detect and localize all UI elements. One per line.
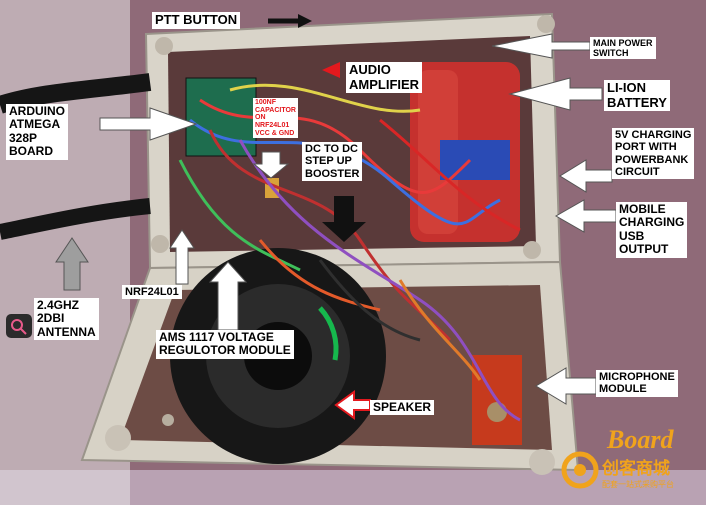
- watermark-cn-name: 创客商城: [602, 459, 670, 479]
- label-charging-port: 5V CHARGING PORT WITH POWERBANK CIRCUIT: [612, 128, 695, 180]
- charging-module: [440, 140, 510, 180]
- label-ams1117-regulator: AMS 1117 VOLTAGE REGULOTOR MODULE: [156, 330, 294, 359]
- label-capacitor-note: 100NF CAPACITOR ON NRF24L01 VCC & GND: [253, 98, 298, 139]
- label-microphone-module: MICROPHONE MODULE: [596, 370, 678, 397]
- label-li-ion-battery: LI-ION BATTERY: [604, 80, 670, 112]
- label-speaker: SPEAKER: [370, 400, 435, 416]
- label-mobile-charging-usb: MOBILE CHARGING USB OUTPUT: [616, 202, 688, 258]
- label-nrf24l01: NRF24L01: [122, 285, 182, 300]
- antenna-cable: [0, 73, 152, 114]
- label-antenna: 2.4GHZ 2DBI ANTENNA: [34, 298, 99, 341]
- label-ptt-button: PTT BUTTON: [152, 12, 241, 29]
- label-arduino-board: ARDUINO ATMEGA 328P BOARD: [6, 104, 68, 160]
- image-search-icon[interactable]: [6, 314, 32, 338]
- label-step-up-booster: DC TO DC STEP UP BOOSTER: [302, 142, 363, 181]
- label-audio-amplifier: AUDIO AMPLIFIER: [346, 62, 423, 94]
- label-main-power-switch: MAIN POWER SWITCH: [590, 37, 656, 60]
- watermark-cn-tagline: 配套一站式采购平台: [602, 480, 674, 489]
- callout-arrows: [55, 14, 617, 420]
- watermark-brand: Board: [607, 425, 674, 454]
- watermark-gear-icon: [561, 451, 599, 489]
